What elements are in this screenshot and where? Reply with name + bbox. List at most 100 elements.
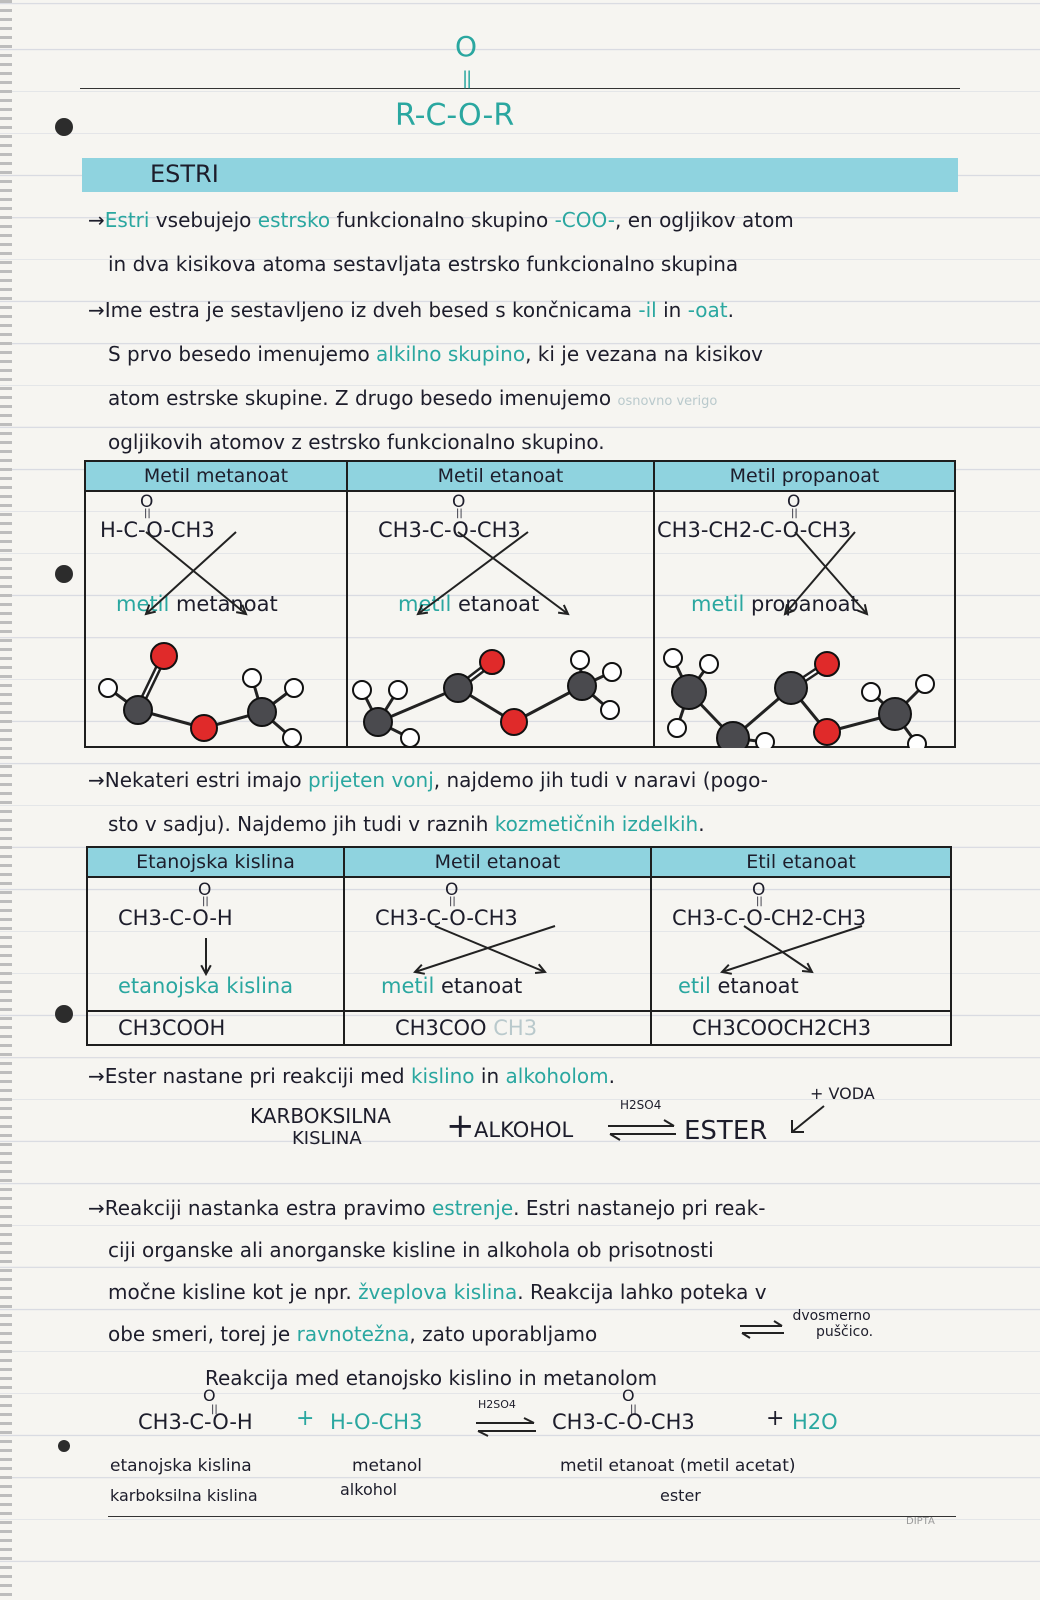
header-formula: R-C-O-R [395,98,515,133]
acid-formula: CH3-C-O-H [138,1410,253,1434]
caption-sub: alkohol [340,1480,398,1499]
double-bond: || [202,896,209,907]
carbon-atom [671,674,707,710]
binder-hole [55,565,73,583]
table1-header-3: Metil propanoat [653,460,956,492]
plus-sign: + [296,1406,315,1431]
carbonyl-oxygen: O [445,880,459,900]
product-ester: ESTER [684,1116,768,1146]
intro-line: →Estri vsebujejo estrsko funkcionalno sk… [88,208,794,232]
oxygen-atom [190,714,218,742]
reaction-intro: →Ester nastane pri reakciji med kislino … [88,1064,615,1088]
carbon-atom [774,671,808,705]
double-bond: || [462,68,472,89]
hydrogen-atom [699,654,719,674]
reactant-acid: KARBOKSILNA [250,1104,391,1128]
hydrogen-atom [915,674,935,694]
header-oxygen: O [455,30,478,63]
intro-line: in dva kisikova atoma sestavljata estrsk… [108,252,739,276]
bottom-rule [108,1516,956,1517]
oxygen-atom [813,718,841,746]
structural-formula: CH3-C-O-CH3 [378,518,521,542]
structural-formula: CH3-C-O-CH3 [375,906,518,930]
hydrogen-atom [600,700,620,720]
carbon-atom [443,673,473,703]
carbon-atom [363,707,393,737]
hydrogen-atom [242,668,262,688]
carbonyl-oxygen: O [622,1386,635,1405]
hydrogen-atom [570,650,590,670]
caption: metil etanoat (metil acetat) [560,1456,796,1476]
condensed-formula: CH3COOH [118,1016,226,1040]
carbon-atom [123,695,153,725]
carbon-atom [567,671,597,701]
binder-hole [55,118,73,136]
ester-name: metil propanoat [691,592,859,616]
double-bond: || [630,1404,637,1415]
esterification-line: →Reakciji nastanka estra pravimo estrenj… [88,1196,766,1220]
ester-name: etanojska kislina [118,974,294,998]
condensed-formula: CH3COOCH2CH3 [692,1016,872,1040]
structural-formula: H-C-O-CH3 [100,518,215,542]
condensed-faded: CH3 [493,1016,538,1040]
binder-hole [58,1440,70,1452]
plus-sign: + [766,1406,785,1431]
table1-cell-1: O H-C-O-CH3 metil metanoat || [84,490,348,748]
hydrogen-atom [907,734,927,748]
esters-table: Metil metanoat Metil etanoat Metil propa… [84,460,956,748]
hydrogen-atom [400,728,420,748]
caption-sub: ester [660,1486,701,1505]
carbonyl-oxygen: O [140,492,154,512]
catalyst: H2SO4 [620,1098,662,1112]
oxygen-atom [150,642,178,670]
aroma-line: →Nekateri estri imajo prijeten vonj, naj… [88,768,768,792]
section-title: ESTRI [150,160,219,188]
double-arrow-icon [740,1320,784,1339]
hydrogen-atom [352,680,372,700]
carbonyl-oxygen: O [203,1386,216,1405]
ester-formula: CH3-C-O-CH3 [552,1410,695,1434]
binder-hole [55,1005,73,1023]
table2-condensed-2: CH3COO CH3 [343,1010,652,1046]
hydrogen-atom [98,678,118,698]
structural-formula: CH3-C-O-CH2-CH3 [672,906,867,930]
esterification-line: obe smeri, torej je ravnotežna, zato upo… [108,1322,598,1346]
oxygen-atom [814,651,840,677]
hydrogen-atom [663,648,683,668]
carbon-atom [247,697,277,727]
condensed-formula: CH3COO [395,1016,487,1040]
table2-header-3: Etil etanoat [650,846,952,878]
reactant-acid-2: KISLINA [292,1128,362,1149]
hydrogen-atom [284,678,304,698]
oxygen-atom [500,708,528,736]
intro-line: ogljikovih atomov z estrsko funkcionalno… [108,430,605,454]
table1-header-2: Metil etanoat [346,460,655,492]
carbon-atom [878,697,912,731]
hydrogen-atom [861,682,881,702]
double-bond: || [144,508,151,519]
water-formula: H2O [792,1410,838,1434]
intro-line: S prvo besedo imenujemo alkilno skupino,… [108,342,764,366]
hydrogen-atom [388,680,408,700]
intro-line: atom estrske skupine. Z drugo besedo ime… [108,386,718,410]
hydrogen-atom [602,662,622,682]
catalyst: H2SO4 [478,1398,516,1411]
equilibrium-arrow-icon [476,1417,536,1437]
hydrogen-atom [282,728,302,748]
arrow-icon [791,1105,825,1133]
aroma-line: sto v sadju). Najdemo jih tudi v raznih … [108,812,705,836]
intro-line: →Ime estra je sestavljeno iz dveh besed … [88,298,734,322]
double-bond: || [211,1404,218,1415]
ester-name: etil etanoat [678,974,799,998]
table1-header-1: Metil metanoat [84,460,348,492]
equilibrium-arrow-icon [608,1119,676,1141]
ester-name: metil metanoat [116,592,278,616]
comparison-table: Etanojska kislina Metil etanoat Etil eta… [86,846,952,1046]
title-highlight [82,158,958,192]
